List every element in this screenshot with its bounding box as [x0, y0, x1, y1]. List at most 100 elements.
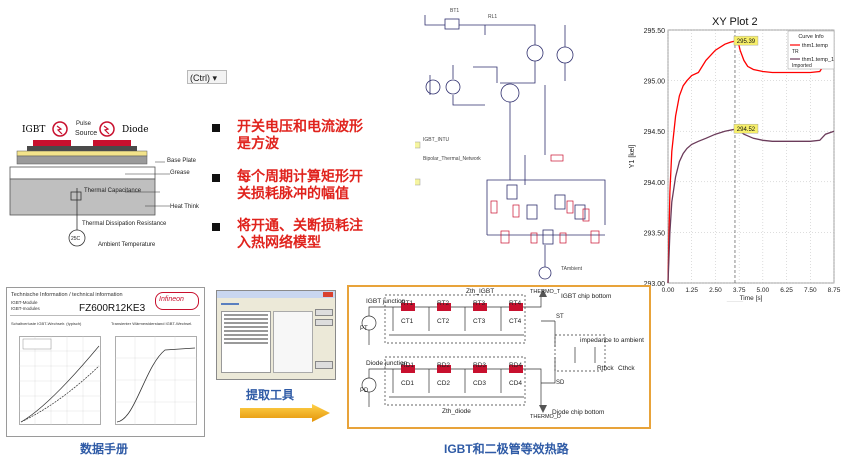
datasheet-graph-right-title: Transienter Wärmewiderstand IGBT-Wechsel…: [111, 321, 193, 326]
temperature-source-label: 25C: [71, 236, 81, 242]
thermo-t-label: THERMO_T: [530, 289, 561, 295]
sd-label: SD: [556, 380, 565, 386]
ct3-label: CT3: [473, 318, 486, 325]
igbt-label: IGBT: [22, 125, 46, 135]
heat-think-label: Heat Think: [170, 204, 199, 210]
legend-box: [787, 30, 835, 70]
y-tick-label: 295.00: [644, 79, 666, 86]
infineon-logo: [155, 292, 199, 310]
ok-button[interactable]: [315, 361, 333, 369]
circuit-label-igbt: IGBT_INTU: [423, 137, 450, 143]
x-tick-label: 2.50: [709, 287, 722, 294]
parameter-list[interactable]: [221, 311, 271, 373]
rt2-label: RT2: [437, 300, 450, 307]
circuit-label-bt1: BT1: [450, 8, 460, 14]
legend-series-subtitle: Imported: [792, 63, 812, 69]
source-label: Source: [75, 130, 98, 137]
igbt-chip-bottom-label: IGBT chip bottom: [561, 293, 612, 300]
x-tick-label: 7.50: [804, 287, 817, 294]
legend-series-name: thm1.temp: [802, 43, 828, 49]
marker-box: [733, 123, 759, 134]
datasheet-graph-left-title: Schaltverluste IGBT-Wechselr. (typisch): [11, 321, 82, 326]
rd2-label: RD2: [437, 362, 451, 369]
grease-label: Grease: [170, 170, 190, 176]
x-tick-label: 8.75: [828, 287, 841, 294]
window-titlebar: [217, 291, 335, 298]
bullet-text-3: 将开通、关断损耗注入热网络模型: [237, 218, 363, 251]
thermal-capacitance-label: Thermal Capacitance: [84, 188, 142, 194]
thermal-impedance-graph: [115, 336, 197, 425]
circuit-label-ambient: TAmbient: [561, 266, 583, 272]
thermal-resistance-label: Thermal Dissipation Resistance: [82, 221, 167, 227]
cthck-label: Cthck: [618, 365, 635, 372]
bullet-icon: [212, 124, 220, 132]
xy-plot-chart: 293.00 293.50 294.00 294.50 295.00 295.50 0.00…: [629, 28, 841, 302]
y-tick-label: 294.00: [644, 180, 666, 187]
cd4-label: CD4: [509, 380, 523, 387]
marker-box: [733, 35, 759, 46]
pulse-label: Pulse: [76, 121, 92, 127]
legend-title: Curve Info: [798, 34, 823, 40]
rd1-label: RD1: [401, 362, 415, 369]
pd-label: PD: [360, 388, 369, 394]
rt1-label: RT1: [401, 300, 414, 307]
marker-label: 295.39: [737, 39, 756, 45]
diode-chip-bottom-label: Diode chip bottom: [552, 409, 605, 416]
x-axis-label: Time [s]: [740, 295, 763, 302]
igbt-junction-label: IGBT junction: [366, 298, 406, 305]
zth-igbt-label: Zth_IGBT: [466, 288, 495, 295]
y-axis-label: Y1 [kel]: [629, 145, 636, 168]
thermo-d-label: THERMO_D: [530, 414, 561, 420]
circuit-label-network: Bipolar_Thermal_Network: [423, 156, 481, 162]
diode-junction-label: Diode junction: [366, 360, 408, 367]
bullet-icon: [212, 174, 220, 182]
paste-options-button[interactable]: (Ctrl) ▾: [187, 70, 227, 84]
st-label: ST: [556, 314, 564, 320]
legend-series-subtitle: TR: [792, 49, 799, 55]
datasheet-part-number: FZ600R12KE3: [79, 303, 146, 314]
marker-label: 294.52: [737, 127, 756, 133]
ct2-label: CT2: [437, 318, 450, 325]
extraction-tool-window: [216, 290, 336, 380]
bullet-icon: [212, 223, 220, 231]
datasheet-caption: 数据手册: [80, 442, 129, 456]
module-cross-section-diagram: [9, 121, 170, 247]
pt-label: PT: [360, 326, 368, 332]
diode-label: Diode: [122, 125, 149, 135]
rt4-label: RT4: [509, 300, 522, 307]
bullet-text-2: 每个周期计算矩形开关损耗脉冲的幅值: [237, 169, 363, 202]
datasheet-header: Technische Information / technical infor…: [11, 292, 123, 298]
ct1-label: CT1: [401, 318, 414, 325]
rthck-label: Rthck: [597, 365, 614, 372]
cd3-label: CD3: [473, 380, 487, 387]
arrow-right-icon: [240, 404, 330, 422]
tool-button[interactable]: [315, 319, 333, 326]
rd3-label: RD3: [473, 362, 487, 369]
x-tick-label: 1.25: [685, 287, 698, 294]
y-tick-label: 294.50: [644, 129, 666, 136]
cd2-label: CD2: [437, 380, 451, 387]
bullet-text-1: 开关电压和电流波形是方波: [237, 119, 363, 152]
y-tick-label: 293.00: [644, 281, 666, 288]
x-tick-label: 6.25: [780, 287, 793, 294]
chart-title: XY Plot 2: [712, 16, 758, 28]
legend-series-name: thm1.temp_1: [802, 57, 834, 63]
switching-loss-graph: [19, 336, 101, 425]
rt3-label: RT3: [473, 300, 486, 307]
thermal-network-schematic: [361, 289, 606, 413]
zth-diode-label: Zth_diode: [442, 408, 471, 415]
rd4-label: RD4: [509, 362, 523, 369]
thermal-network-caption: IGBT和二极管等效热路: [444, 442, 569, 456]
datasheet-module-type-en: IGBT-modules: [11, 306, 40, 311]
circuit-schematic: [415, 15, 606, 280]
x-tick-label: 0.00: [662, 287, 675, 294]
close-icon[interactable]: [323, 292, 333, 297]
cd1-label: CD1: [401, 380, 415, 387]
y-tick-label: 295.50: [644, 28, 666, 35]
tool-button[interactable]: [315, 309, 333, 316]
y-tick-label: 293.50: [644, 230, 666, 237]
circuit-label-rl1: RL1: [488, 14, 498, 20]
datasheet-module-type: IGBT-Module: [11, 300, 38, 305]
extract-tool-caption: 提取工具: [246, 388, 295, 402]
base-plate-label: Base Plate: [167, 158, 197, 164]
